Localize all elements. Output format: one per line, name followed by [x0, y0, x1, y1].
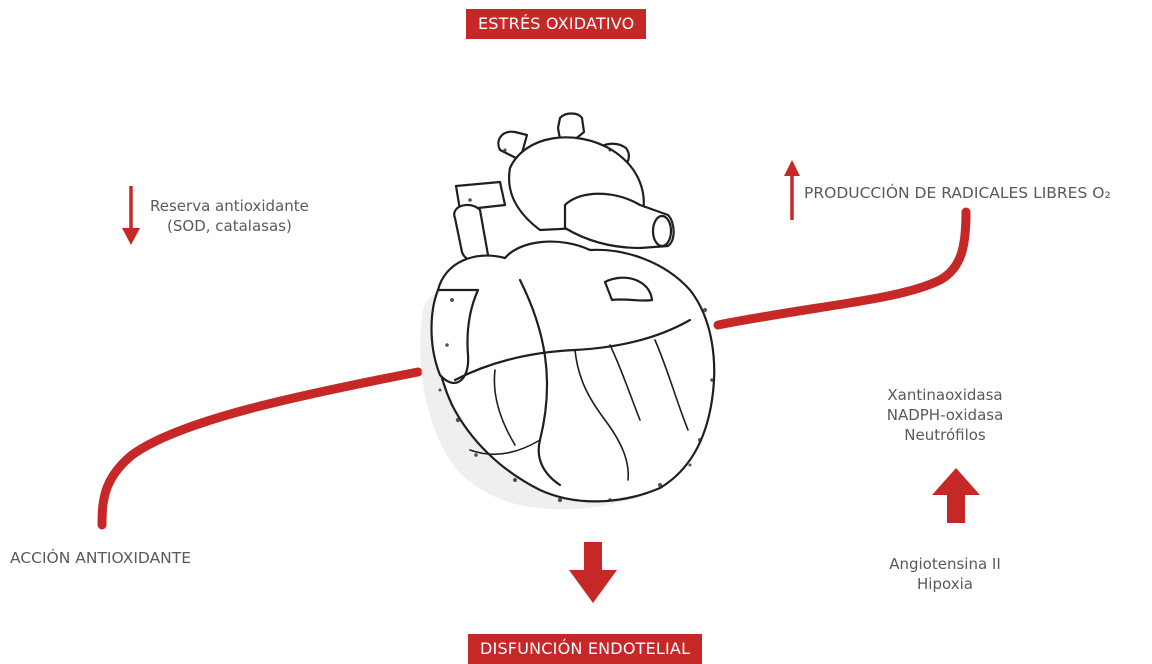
arrow-up-icon — [784, 160, 800, 220]
connector-left-curve — [102, 372, 418, 525]
reserva-line-1: Reserva antioxidante — [150, 196, 309, 216]
accion-antioxidante-text: ACCIÓN ANTIOXIDANTE — [10, 548, 191, 568]
enzima-item: Xantinaoxidasa — [870, 385, 1020, 405]
arrow-down-icon — [122, 186, 140, 245]
connector-right-curve — [718, 212, 966, 325]
enzimas-list: Xantinaoxidasa NADPH-oxidasa Neutrófilos — [870, 385, 1020, 445]
enzima-item: Neutrófilos — [870, 425, 1020, 445]
heart-illustration — [420, 114, 714, 510]
estimulo-item: Hipoxia — [880, 574, 1010, 594]
reserva-line-2: (SOD, catalasas) — [150, 216, 309, 236]
produccion-label: PRODUCCIÓN DE RADICALES LIBRES — [804, 184, 1087, 202]
thick-up-arrow-icon — [932, 468, 980, 523]
produccion-formula: O₂ — [1092, 184, 1110, 202]
estimulo-item: Angiotensina II — [880, 554, 1010, 574]
reserva-antioxidante-text: Reserva antioxidante (SOD, catalasas) — [150, 196, 309, 236]
thick-down-arrow-icon — [569, 542, 617, 603]
enzima-item: NADPH-oxidasa — [870, 405, 1020, 425]
produccion-radicales-text: PRODUCCIÓN DE RADICALES LIBRES O₂ — [804, 183, 1111, 203]
estimulos-list: Angiotensina II Hipoxia — [880, 554, 1010, 594]
